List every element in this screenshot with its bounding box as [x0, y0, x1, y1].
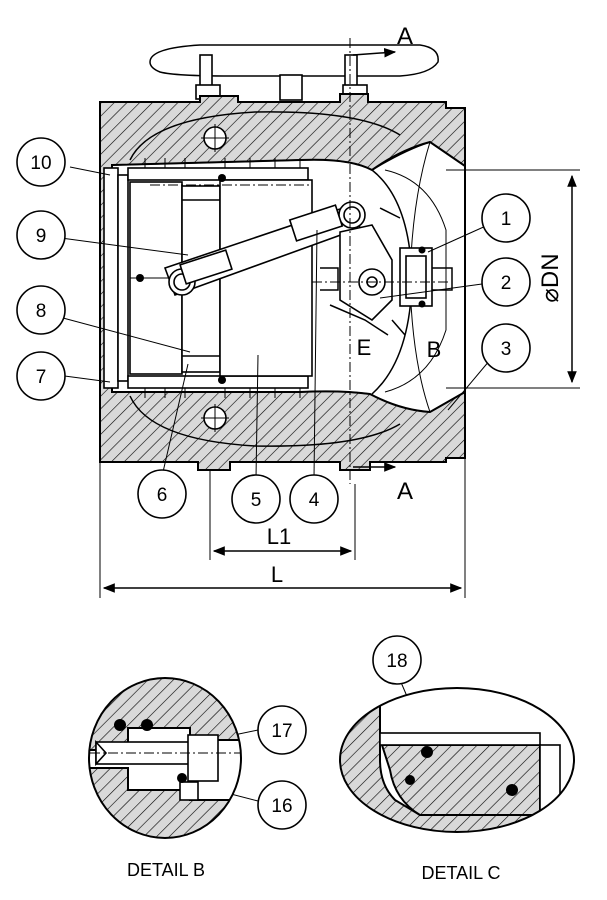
svg-text:16: 16 [271, 796, 292, 817]
svg-text:2: 2 [501, 273, 512, 294]
valve-main-view [99, 38, 466, 484]
callout-3: 3 [481, 323, 531, 373]
callout-6: 6 [137, 469, 187, 519]
callout-2: 2 [481, 257, 531, 307]
section-label-e: E [357, 335, 372, 360]
svg-text:3: 3 [501, 339, 512, 360]
callout-4: 4 [289, 474, 339, 524]
callout-8: 8 [16, 285, 66, 335]
callout-9: 9 [16, 210, 66, 260]
svg-text:5: 5 [251, 490, 262, 511]
section-label-top: A [397, 23, 413, 50]
dimension-l: L [271, 562, 283, 587]
svg-text:8: 8 [36, 301, 47, 322]
handwheel [149, 44, 439, 101]
detail-b [88, 677, 242, 839]
callout-16: 16 [257, 780, 307, 830]
callout-7: 7 [16, 351, 66, 401]
svg-text:7: 7 [36, 367, 47, 388]
svg-text:10: 10 [30, 153, 51, 174]
dimensions [99, 169, 580, 598]
svg-text:17: 17 [271, 721, 292, 742]
detail-b-title: DETAIL B [127, 860, 205, 880]
diameter-label: ⌀DN [537, 253, 564, 302]
svg-text:9: 9 [36, 226, 47, 247]
callout-18: 18 [372, 635, 422, 685]
callout-1: 1 [481, 193, 531, 243]
svg-text:1: 1 [501, 209, 512, 230]
callout-10: 10 [16, 137, 66, 187]
svg-text:18: 18 [386, 651, 407, 672]
section-label-bottom: A [397, 478, 413, 505]
dimension-l1: L1 [267, 524, 291, 549]
detail-c-title: DETAIL C [421, 863, 500, 883]
detail-label-b: B [427, 337, 442, 362]
detail-c [339, 687, 575, 833]
callout-17: 17 [257, 705, 307, 755]
svg-text:4: 4 [309, 490, 320, 511]
svg-text:6: 6 [157, 485, 168, 506]
callout-5: 5 [231, 474, 281, 524]
